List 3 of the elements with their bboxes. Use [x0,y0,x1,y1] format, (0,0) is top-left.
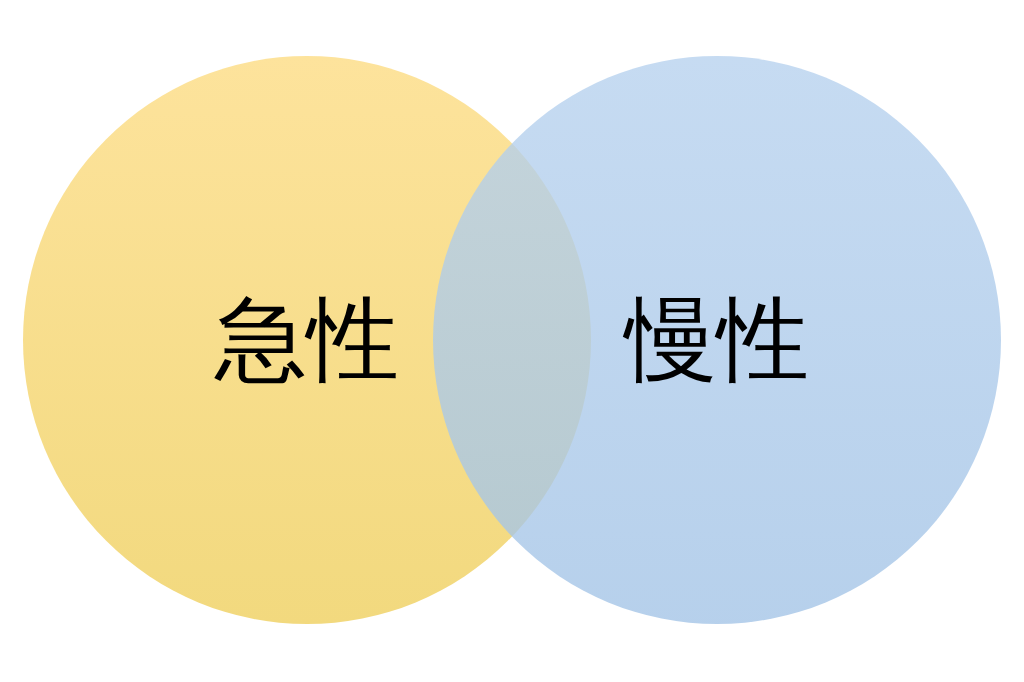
circle-label: 急性 [215,294,399,386]
circle-label: 慢性 [625,294,809,386]
venn-circle [433,56,1001,624]
